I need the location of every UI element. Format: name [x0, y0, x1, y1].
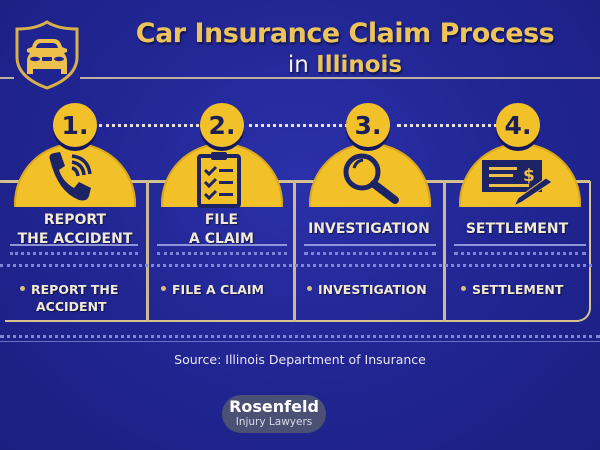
step-3-dots	[304, 252, 436, 255]
page-subtitle: in Illinois	[100, 52, 590, 78]
step-1-title: REPORT THE ACCIDENT	[5, 211, 145, 249]
bullet-icon	[161, 286, 166, 291]
clipboard-checklist-icon	[192, 150, 252, 208]
subtitle-state: Illinois	[316, 52, 403, 78]
logo-tagline: Injury Lawyers	[235, 416, 313, 428]
logo-name: Rosenfeld	[229, 397, 319, 416]
step-3-bullet-line1: INVESTIGATION	[318, 282, 427, 297]
step-2-title-line2: A CLAIM	[189, 231, 254, 247]
step-1-bullet: REPORT THE ACCIDENT	[20, 281, 145, 315]
column-divider	[293, 181, 296, 322]
rosenfeld-logo[interactable]: Rosenfeld Injury Lawyers	[222, 395, 326, 433]
header-rule-left	[0, 77, 14, 79]
step-4-title: SETTLEMENT	[446, 220, 588, 239]
step-3-title-line1: INVESTIGATION	[308, 221, 430, 237]
step-1-title-line1: REPORT	[43, 212, 107, 228]
car-shield-icon	[12, 19, 82, 91]
step-3-title: INVESTIGATION	[296, 220, 442, 239]
step-4-title-line1: SETTLEMENT	[465, 221, 569, 237]
bullet-icon	[20, 286, 25, 291]
panel-dotted-separator	[0, 264, 592, 267]
footer-rule	[0, 341, 600, 342]
step-2-title-line1: FILE	[204, 212, 239, 228]
source-note: Source: Illinois Department of Insurance	[174, 352, 426, 367]
step-1-title-line2: THE ACCIDENT	[17, 231, 133, 247]
subtitle-prefix: in	[287, 52, 309, 78]
step-3-badge	[309, 143, 431, 207]
step-4-rule	[454, 244, 586, 246]
magnifying-glass-icon	[340, 150, 406, 206]
step-2-bullet-line1: FILE A CLAIM	[172, 282, 264, 297]
step-1-number: 1.	[53, 103, 97, 147]
header-rule	[80, 77, 600, 79]
steps-panel	[5, 181, 591, 322]
step-3-rule	[304, 244, 436, 246]
step-3-bullet: INVESTIGATION	[307, 281, 441, 298]
step-1-bullet-line1: REPORT THE	[31, 282, 119, 297]
connector-2-3	[249, 124, 360, 127]
step-4-number: 4.	[496, 103, 540, 147]
step-1-dots	[10, 252, 138, 255]
connector-3-4	[397, 124, 511, 127]
step-2-title: FILE A CLAIM	[150, 211, 293, 249]
connector-1-2	[99, 124, 217, 127]
column-divider	[146, 181, 149, 322]
step-1-rule	[10, 244, 138, 246]
column-divider	[443, 181, 446, 322]
step-4-bullet-line1: SETTLEMENT	[472, 282, 564, 297]
step-2-number: 2.	[200, 103, 244, 147]
step-4-bullet: SETTLEMENT	[461, 281, 589, 298]
step-2-bullet: FILE A CLAIM	[161, 281, 291, 298]
phone-icon	[44, 150, 108, 206]
svg-text:$: $	[523, 166, 535, 186]
bullet-icon	[461, 286, 466, 291]
page-title: Car Insurance Claim Process	[135, 18, 555, 49]
step-3-number: 3.	[346, 103, 390, 147]
step-2-rule	[157, 244, 287, 246]
bullet-icon	[307, 286, 312, 291]
step-2-dots	[157, 252, 287, 255]
check-and-pen-icon: $	[480, 160, 560, 208]
step-1-bullet-line2: ACCIDENT	[36, 299, 107, 314]
step-4-dots	[454, 252, 586, 255]
footer-dotted-separator	[0, 335, 600, 338]
